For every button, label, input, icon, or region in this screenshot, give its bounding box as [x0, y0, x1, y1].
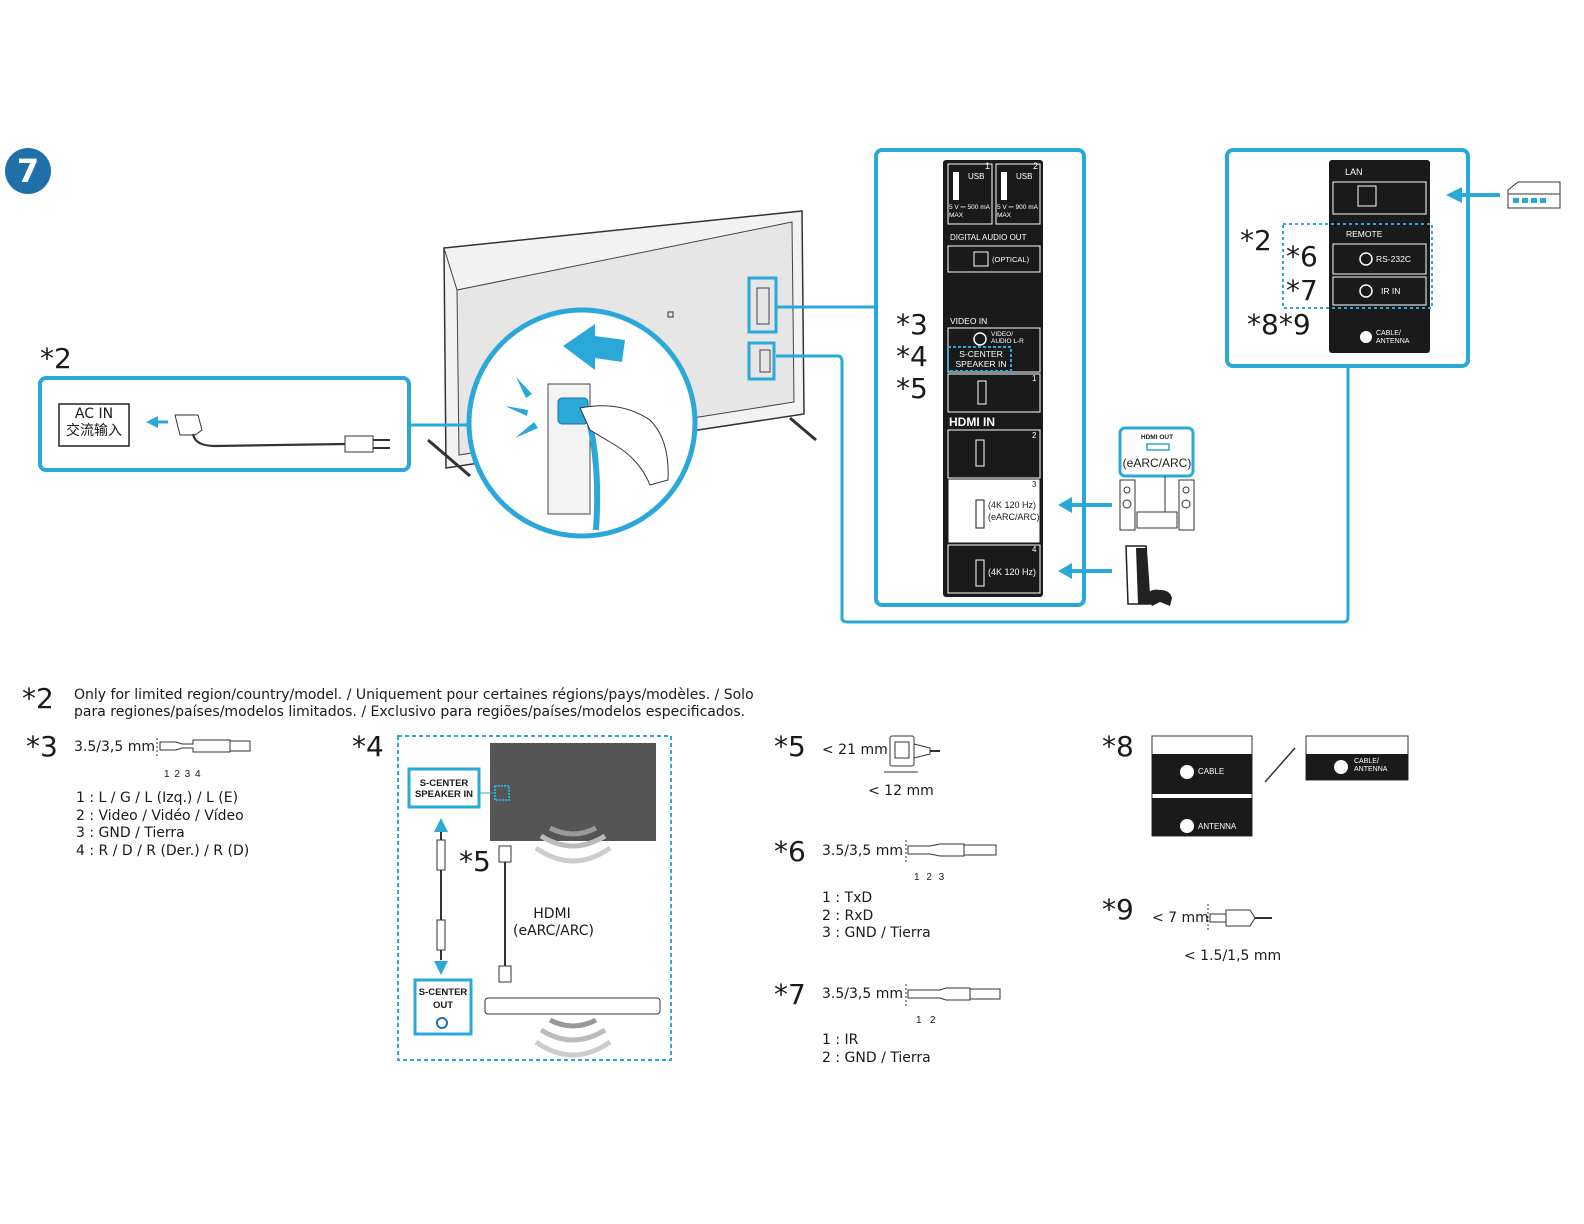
cable-antenna-label: CABLE/ ANTENNA: [1376, 330, 1410, 345]
note6-pin-list: 1 : TxD 2 : RxD 3 : GND / Tierra: [822, 890, 931, 943]
note5-marker: *5: [774, 730, 806, 763]
note6-pin-2: 2 : RxD: [822, 907, 874, 924]
remote-label: REMOTE: [1346, 229, 1383, 239]
hdmi4-note: (4K 120 Hz): [988, 567, 1037, 577]
right-marker-7: *7: [1286, 274, 1318, 307]
note6-pin-numbers: 1 2 3: [914, 872, 947, 883]
ac-in-marker: *2: [40, 342, 72, 375]
ac-in-label: AC IN 交流输入: [59, 406, 129, 440]
terminal-marker-4: *4: [896, 340, 928, 373]
note4-scenter-out: S-CENTER OUT: [418, 987, 468, 1011]
hdmi4-number: 4: [1032, 545, 1037, 554]
hdmi3-number: 3: [1032, 480, 1037, 489]
note6-marker: *6: [774, 835, 806, 868]
note3-pin-2: 2 : Video / Vidéo / Vídeo: [76, 807, 244, 824]
step-number-badge: 7: [5, 148, 51, 194]
note3-pin-list: 1 : L / G / L (Izq.) / L (E) 2 : Video /…: [76, 790, 249, 860]
n4-diagram-frame: [397, 735, 672, 1061]
ac-in-box: [38, 376, 411, 472]
ac-in-label-frame: [58, 403, 130, 447]
note4-scenter-in: S-CENTER SPEAKER IN: [414, 778, 474, 800]
usb1-number: 1: [985, 161, 991, 171]
note3-pin-1: 1 : L / G / L (Izq.) / L (E): [76, 790, 239, 806]
note4-hdmi-text: HDMI: [533, 906, 571, 922]
note3-pin-numbers: 1 2 3 4: [164, 769, 202, 780]
ir-in-label: IR IN: [1381, 286, 1401, 296]
n9-connector-icon: [1207, 904, 1272, 930]
note7-pin-list: 1 : IR 2 : GND / Tierra: [822, 1032, 931, 1067]
note4-hdmi-marker: *5: [459, 845, 491, 878]
note5-depth: < 12 mm: [868, 783, 934, 799]
right-marker-2: *2: [1240, 224, 1272, 257]
earc-label: (eARC/ARC): [1122, 456, 1192, 470]
note2-line2: para regiones/países/modelos limitados. …: [74, 704, 746, 720]
note7-marker: *7: [774, 978, 806, 1011]
note4-earc-text: (eARC/ARC): [513, 923, 595, 939]
note2-marker: *2: [22, 682, 54, 715]
hdmi1-number: 1: [1032, 374, 1037, 383]
note7-pin-1: 1 : IR: [822, 1032, 859, 1048]
router-icon: [1507, 181, 1561, 209]
note8-cable: CABLE: [1198, 767, 1225, 776]
terminal-marker-3: *3: [896, 308, 928, 341]
note6-pin-1: 1 : TxD: [822, 890, 873, 906]
note6-pin-3: 3 : GND / Tierra: [822, 925, 931, 941]
note5-width: < 21 mm: [822, 742, 888, 758]
note2-line1: Only for limited region/country/model. /…: [74, 687, 754, 703]
note4-hdmi-label: HDMI (eARC/ARC): [513, 906, 595, 940]
optical-label: (OPTICAL): [992, 255, 1030, 264]
n3-plug-icon: [156, 738, 251, 758]
rs232c-label: RS-232C: [1376, 254, 1411, 264]
note8-antenna: ANTENNA: [1198, 822, 1237, 831]
note3-marker: *3: [26, 730, 58, 763]
note3-pin-4: 4 : R / D / R (Der.) / R (D): [76, 842, 250, 859]
note3-size: 3.5/3,5 mm: [74, 739, 155, 755]
n6-plug-icon: [905, 840, 997, 862]
note9-pin: < 1.5/1,5 mm: [1184, 948, 1282, 964]
terminal-marker-5: *5: [896, 372, 928, 405]
note7-pin-2: 2 : GND / Tierra: [822, 1049, 931, 1066]
ac-in-label-cn: 交流输入: [66, 423, 122, 439]
video-audio-label: VIDEO/ AUDIO L-R: [991, 331, 1024, 345]
video-in-label: VIDEO IN: [950, 316, 988, 326]
note9-marker: *9: [1102, 893, 1134, 926]
note7-pin-numbers: 1 2: [916, 1015, 936, 1026]
usb1-label: USB: [968, 172, 985, 181]
right-marker-6: *6: [1286, 240, 1318, 273]
hdmi-in-label: HDMI IN: [949, 415, 995, 429]
hdmi2-number: 2: [1032, 431, 1037, 440]
scenter-speaker-in-label: S-CENTER SPEAKER IN: [955, 349, 1007, 369]
game-console-icon: [1125, 545, 1172, 606]
note6-size: 3.5/3,5 mm: [822, 843, 903, 859]
note3-pin-3: 3 : GND / Tierra: [76, 825, 185, 841]
note9-length: < 7 mm: [1152, 910, 1209, 926]
n5-hdmi-plug-icon: [884, 735, 940, 773]
note7-size: 3.5/3,5 mm: [822, 986, 903, 1002]
n7-plug-icon: [905, 984, 1001, 1006]
note8-cable-antenna: CABLE/ ANTENNA: [1354, 758, 1388, 773]
ac-in-label-en: AC IN: [74, 406, 114, 422]
usb2-label: USB: [1016, 172, 1033, 181]
usb2-rating: 5 V ⎓ 900 mA MAX: [997, 204, 1038, 219]
note4-marker: *4: [352, 730, 384, 763]
hdmi3-note: (4K 120 Hz) (eARC/ARC): [988, 500, 1040, 522]
note8-marker: *8: [1102, 730, 1134, 763]
digital-audio-label: DIGITAL AUDIO OUT: [950, 233, 1027, 242]
av-receiver-icon: [1119, 479, 1195, 531]
lan-label: LAN: [1345, 167, 1363, 177]
hdmi-out-label: HDMI OUT: [1140, 434, 1174, 441]
ac-plug-zoom-circle: [466, 307, 698, 539]
usb2-number: 2: [1033, 161, 1039, 171]
right-marker-8-9: *8*9: [1247, 308, 1311, 341]
usb1-rating: 5 V ⎓ 500 mA MAX: [949, 204, 990, 219]
n4-tv-screen: [490, 743, 656, 841]
